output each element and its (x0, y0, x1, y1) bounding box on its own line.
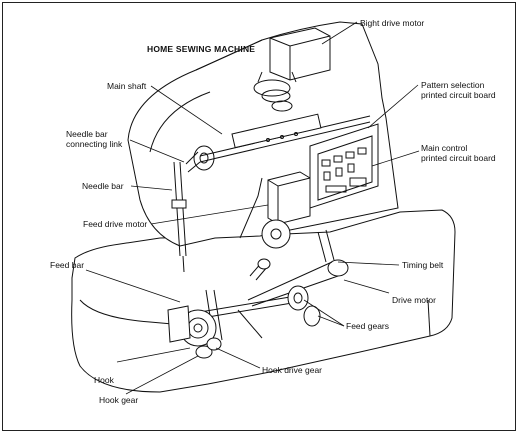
label-needle-bar-connecting-link: Needle bar connecting link (66, 129, 122, 149)
label-feed-gears: Feed gears (346, 321, 389, 331)
label-main-control-board: Main control printed circuit board (421, 143, 496, 163)
feed-gear-1 (287, 285, 309, 311)
main-control-board (317, 135, 373, 201)
base-side-edge (427, 299, 431, 337)
arm-top-edge (195, 39, 263, 71)
label-hook-gear: Hook gear (99, 395, 139, 405)
leader-lines (85, 21, 420, 395)
feed-gear-2 (303, 305, 321, 327)
label-hook-drive-gear: Hook drive gear (262, 365, 323, 375)
bight-motor-block (269, 27, 331, 81)
base-front-edge (79, 299, 196, 327)
hook-body (167, 305, 191, 343)
label-needle-bar-link-line1: Needle bar (66, 129, 108, 139)
hook-gear (195, 345, 213, 359)
label-hook: Hook (94, 375, 114, 385)
diagram-frame (2, 2, 516, 431)
label-pattern-selection-board: Pattern selection printed circuit board (421, 80, 496, 100)
label-pattern-selection-line2: printed circuit board (421, 90, 496, 100)
label-drive-motor: Drive motor (392, 295, 436, 305)
label-feed-drive-motor: Feed drive motor (83, 219, 148, 229)
label-bight-drive-motor: Bight drive motor (360, 18, 425, 28)
label-main-shaft: Main shaft (107, 81, 147, 91)
pillar-front (239, 177, 263, 239)
label-feed-bar: Feed bar (50, 260, 85, 270)
arm-inner-line (149, 91, 211, 153)
label-main-control-line2: printed circuit board (421, 153, 496, 163)
needle-bar (173, 161, 187, 257)
label-main-control-line1: Main control (421, 143, 468, 153)
label-needle-bar-link-line2: connecting link (66, 139, 123, 149)
label-pattern-selection-line1: Pattern selection (421, 80, 485, 90)
diagram-title: HOME SEWING MACHINE (147, 44, 256, 54)
hook-drive-gear (206, 337, 222, 351)
label-timing-belt: Timing belt (402, 260, 444, 270)
label-needle-bar: Needle bar (82, 181, 124, 191)
